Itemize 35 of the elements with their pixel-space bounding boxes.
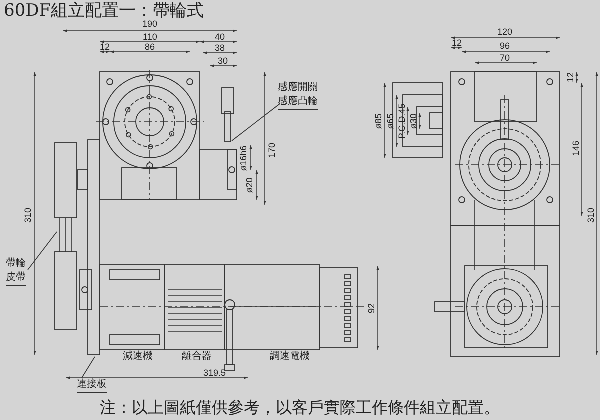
dimension-value: P.C.D.45	[398, 103, 407, 139]
dimension-value: 40	[215, 32, 226, 42]
dimension-value: 12	[566, 72, 576, 82]
dimension-value: 70	[500, 54, 510, 62]
dimension-value: ø16h6	[239, 145, 248, 171]
callout-label: 帶輪 皮帶	[6, 256, 26, 286]
dimension-value: 110	[143, 32, 158, 42]
dimension-value: 12	[452, 38, 462, 48]
dimension-value: 120	[498, 28, 513, 36]
leader-line	[28, 232, 58, 270]
dimension-value: 310	[586, 207, 596, 223]
dimension-value: 170	[268, 142, 277, 158]
part-label: 調速電機	[270, 352, 310, 362]
dimension-value: 92	[368, 303, 376, 313]
dimension-value: ø65	[386, 113, 396, 129]
dimension-value: ø20	[245, 177, 254, 193]
dimension-value: 12	[100, 42, 110, 52]
leader-line	[232, 104, 280, 142]
dimension-value: 190	[142, 20, 158, 28]
dimension-value: 146	[572, 140, 581, 156]
callout-label: 感應開關 感應凸輪	[278, 80, 318, 110]
dimension-value: 310	[24, 207, 33, 223]
dimension-value: 30	[218, 56, 228, 66]
part-label: 減速機	[123, 352, 153, 362]
dimension-value: 38	[215, 44, 226, 52]
leader-line	[82, 356, 96, 378]
dimension-value: 96	[500, 42, 510, 50]
dimension-value: 319.5	[204, 368, 226, 378]
dimension-value: 86	[145, 42, 156, 52]
dimension-value: ø30	[409, 113, 418, 129]
note-text: 注：以上圖紙僅供參考，以客戶實際工作條件組立配置。	[100, 400, 500, 416]
drawing-title: 60DF組立配置一：帶輪式	[4, 2, 204, 20]
dimension-value: ø85	[374, 113, 384, 129]
callout-label: 連接板	[77, 378, 107, 392]
part-label: 離合器	[182, 352, 212, 362]
